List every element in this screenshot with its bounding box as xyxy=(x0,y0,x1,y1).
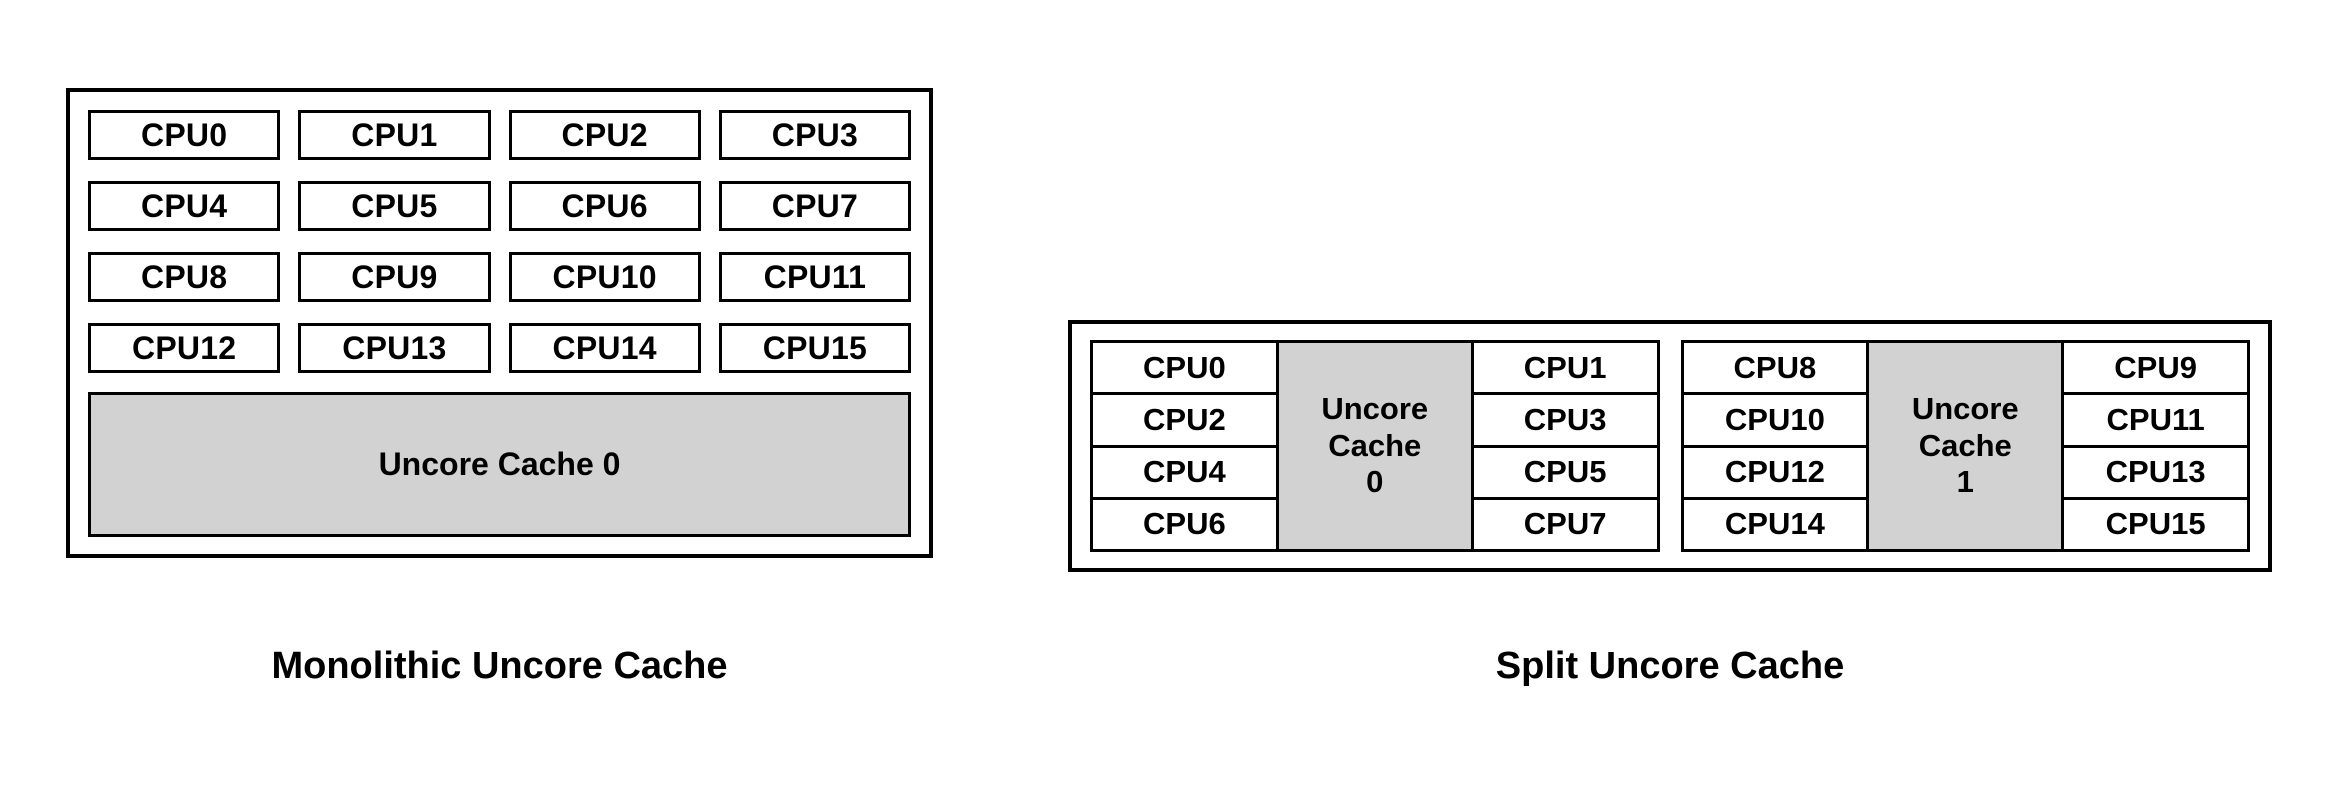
cpu-box: CPU7 xyxy=(1473,499,1657,549)
cpu-box: CPU14 xyxy=(1683,499,1867,549)
monolithic-uncore-cache-panel: CPU0 CPU1 CPU2 CPU3 CPU4 CPU5 CPU6 CPU7 … xyxy=(66,88,933,558)
cpu-box: CPU5 xyxy=(298,181,491,231)
cpu-cluster-0: CPU0 CPU2 CPU4 CPU6 Uncore Cache 0 CPU1 … xyxy=(1090,340,1660,552)
cpu-box: CPU4 xyxy=(1093,447,1276,500)
cpu-box: CPU1 xyxy=(298,110,491,160)
cluster0-left-cpu-column: CPU0 CPU2 CPU4 CPU6 xyxy=(1093,343,1276,549)
cpu-box: CPU12 xyxy=(1683,447,1867,500)
uncore-cache-block-1: Uncore Cache 1 xyxy=(1866,343,2065,549)
monolithic-diagram-caption: Monolithic Uncore Cache xyxy=(271,645,728,687)
cpu-box: CPU11 xyxy=(718,252,911,302)
cpu-box: CPU13 xyxy=(298,323,491,373)
uncore-cache-block-0: Uncore Cache 0 xyxy=(1275,343,1474,549)
cpu-box: CPU0 xyxy=(1093,343,1276,396)
cpu-box: CPU1 xyxy=(1473,343,1657,396)
monolithic-cpu-grid: CPU0 CPU1 CPU2 CPU3 CPU4 CPU5 CPU6 CPU7 … xyxy=(88,110,911,373)
cache-label-line: Cache xyxy=(1328,427,1422,463)
cache-label-line: Uncore xyxy=(1321,391,1429,427)
cpu-box: CPU14 xyxy=(508,323,701,373)
cpu-box: CPU10 xyxy=(508,252,701,302)
cpu-box: CPU2 xyxy=(1093,395,1276,448)
cpu-box: CPU7 xyxy=(718,181,911,231)
cpu-box: CPU4 xyxy=(88,181,281,231)
cpu-box: CPU9 xyxy=(2064,343,2247,396)
cpu-cluster-1: CPU8 CPU10 CPU12 CPU14 Uncore Cache 1 CP… xyxy=(1680,340,2250,552)
cpu-box: CPU8 xyxy=(88,252,281,302)
cluster0-right-cpu-column: CPU1 CPU3 CPU5 CPU7 xyxy=(1473,343,1657,549)
cluster1-right-cpu-column: CPU9 CPU11 CPU13 CPU15 xyxy=(2064,343,2247,549)
cpu-box: CPU15 xyxy=(2064,499,2247,549)
split-diagram-caption: Split Uncore Cache xyxy=(1495,645,1845,687)
cpu-box: CPU10 xyxy=(1683,395,1867,448)
cpu-box: CPU11 xyxy=(2064,395,2247,448)
cpu-box: CPU8 xyxy=(1683,343,1867,396)
cpu-box: CPU6 xyxy=(508,181,701,231)
cache-label-line: Uncore xyxy=(1911,391,2019,427)
cpu-box: CPU0 xyxy=(88,110,281,160)
split-clusters-container: CPU0 CPU2 CPU4 CPU6 Uncore Cache 0 CPU1 … xyxy=(1090,340,2250,552)
cpu-box: CPU3 xyxy=(1473,395,1657,448)
cpu-box: CPU12 xyxy=(88,323,281,373)
split-uncore-cache-panel: CPU0 CPU2 CPU4 CPU6 Uncore Cache 0 CPU1 … xyxy=(1068,320,2272,572)
cpu-box: CPU9 xyxy=(298,252,491,302)
cpu-box: CPU13 xyxy=(2064,447,2247,500)
cpu-box: CPU15 xyxy=(718,323,911,373)
cluster1-left-cpu-column: CPU8 CPU10 CPU12 CPU14 xyxy=(1683,343,1867,549)
cpu-box: CPU6 xyxy=(1093,499,1276,549)
cpu-box: CPU5 xyxy=(1473,447,1657,500)
cpu-box: CPU2 xyxy=(508,110,701,160)
cache-label-line: Cache xyxy=(1918,427,2012,463)
cache-label-line: 0 xyxy=(1366,464,1384,500)
uncore-cache-block: Uncore Cache 0 xyxy=(88,392,911,537)
cache-label-line: 1 xyxy=(1956,464,1974,500)
cpu-box: CPU3 xyxy=(718,110,911,160)
